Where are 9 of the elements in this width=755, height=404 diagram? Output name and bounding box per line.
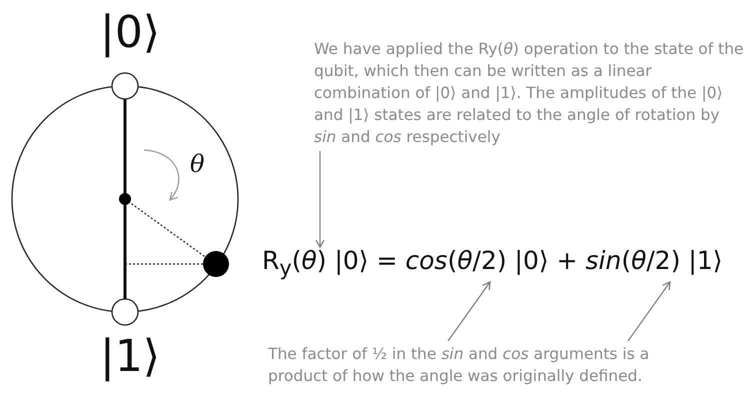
ket-label: |0⟩ bbox=[100, 8, 160, 58]
annotation-text: The factor of ½ in the sin and cos arguments is a product of how the angle was originally defined. bbox=[268, 343, 708, 387]
arrow bbox=[448, 281, 491, 342]
arrow bbox=[628, 281, 671, 342]
angle-label: θ bbox=[190, 150, 204, 178]
equation: R$_{y}$(θ) |0⟩ = cos(θ/2) |0⟩ + sin(θ/2) |1⟩ bbox=[262, 246, 722, 280]
arrow bbox=[315, 151, 325, 248]
ket-label: |1⟩ bbox=[100, 332, 160, 382]
annotation-text: We have applied the Ry(θ) operation to the state of the qubit, which then can be written as a linear combination of |0⟩ and |1⟩. The amplitudes of the |0⟩ and |1⟩ states are related to the angle of rotation by sin and cos respectively bbox=[314, 38, 746, 148]
